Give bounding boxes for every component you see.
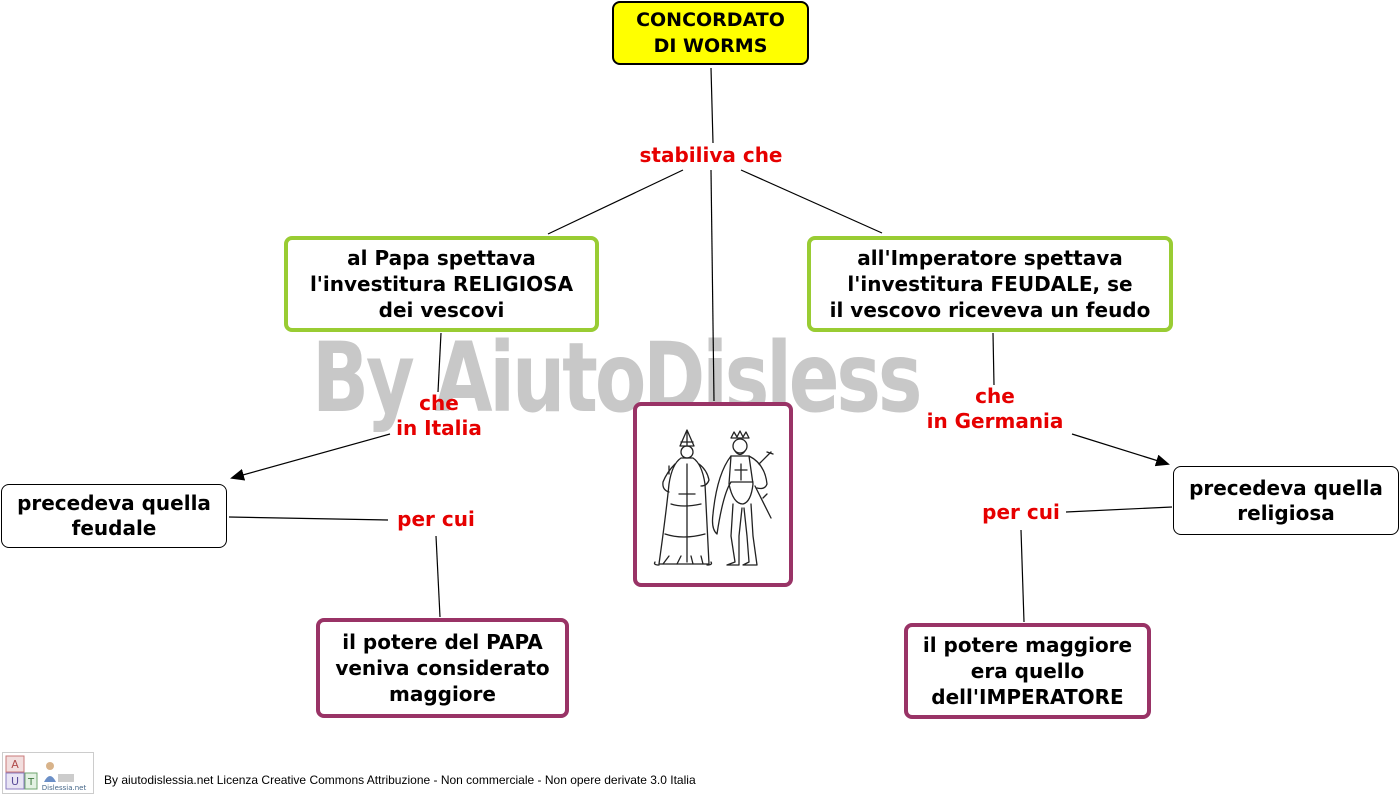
- pope-and-emperor-illustration-icon: [653, 429, 774, 566]
- link-label-germany: che in Germania: [926, 384, 1064, 433]
- connector-papa-to-italy-label: [437, 332, 442, 393]
- svg-text:U: U: [11, 775, 19, 788]
- aiutodislessia-logo-icon: A U T Dislessia.net: [2, 752, 94, 794]
- connector-italy-label-to-order: [230, 433, 391, 481]
- connector-label-to-image: [710, 169, 715, 402]
- footer-license-text: By aiutodislessia.net Licenza Creative C…: [104, 773, 696, 787]
- connector-order-to-percui-right: [1065, 506, 1173, 513]
- link-label-therefore-left: per cui: [397, 507, 475, 531]
- connector-percui-left-to-power: [435, 535, 441, 618]
- link-label-italy: che in Italia: [396, 391, 482, 440]
- link-label-therefore-right: per cui: [982, 500, 1060, 524]
- connector-emperor-to-germany-label: [992, 332, 995, 386]
- emperor-power-node: il potere maggiore era quello dell'IMPER…: [904, 623, 1151, 719]
- germany-order-node: precedeva quella religiosa: [1173, 466, 1399, 535]
- connector-label-to-emperor: [740, 169, 883, 234]
- connector-germany-label-to-order: [1071, 433, 1170, 467]
- connector-order-to-percui-left: [228, 516, 389, 521]
- papa-rights-node: al Papa spettava l'investitura RELIGIOSA…: [284, 236, 599, 332]
- svg-text:A: A: [11, 758, 19, 771]
- link-label-established: stabiliva che: [639, 143, 783, 167]
- connector-label-to-papa: [547, 169, 684, 235]
- papa-power-node: il potere del PAPA veniva considerato ma…: [316, 618, 569, 718]
- pope-and-emperor-image-box: [633, 402, 793, 587]
- svg-text:T: T: [27, 777, 35, 788]
- emperor-rights-node: all'Imperatore spettava l'investitura FE…: [807, 236, 1173, 332]
- connector-percui-right-to-power: [1020, 529, 1025, 623]
- svg-text:Dislessia.net: Dislessia.net: [42, 784, 87, 792]
- italy-order-node: precedeva quella feudale: [1, 484, 227, 548]
- watermark: By AiutoDislessia.net: [312, 322, 920, 434]
- root-node: CONCORDATO DI WORMS: [612, 1, 809, 65]
- connector-root-to-label: [710, 67, 714, 144]
